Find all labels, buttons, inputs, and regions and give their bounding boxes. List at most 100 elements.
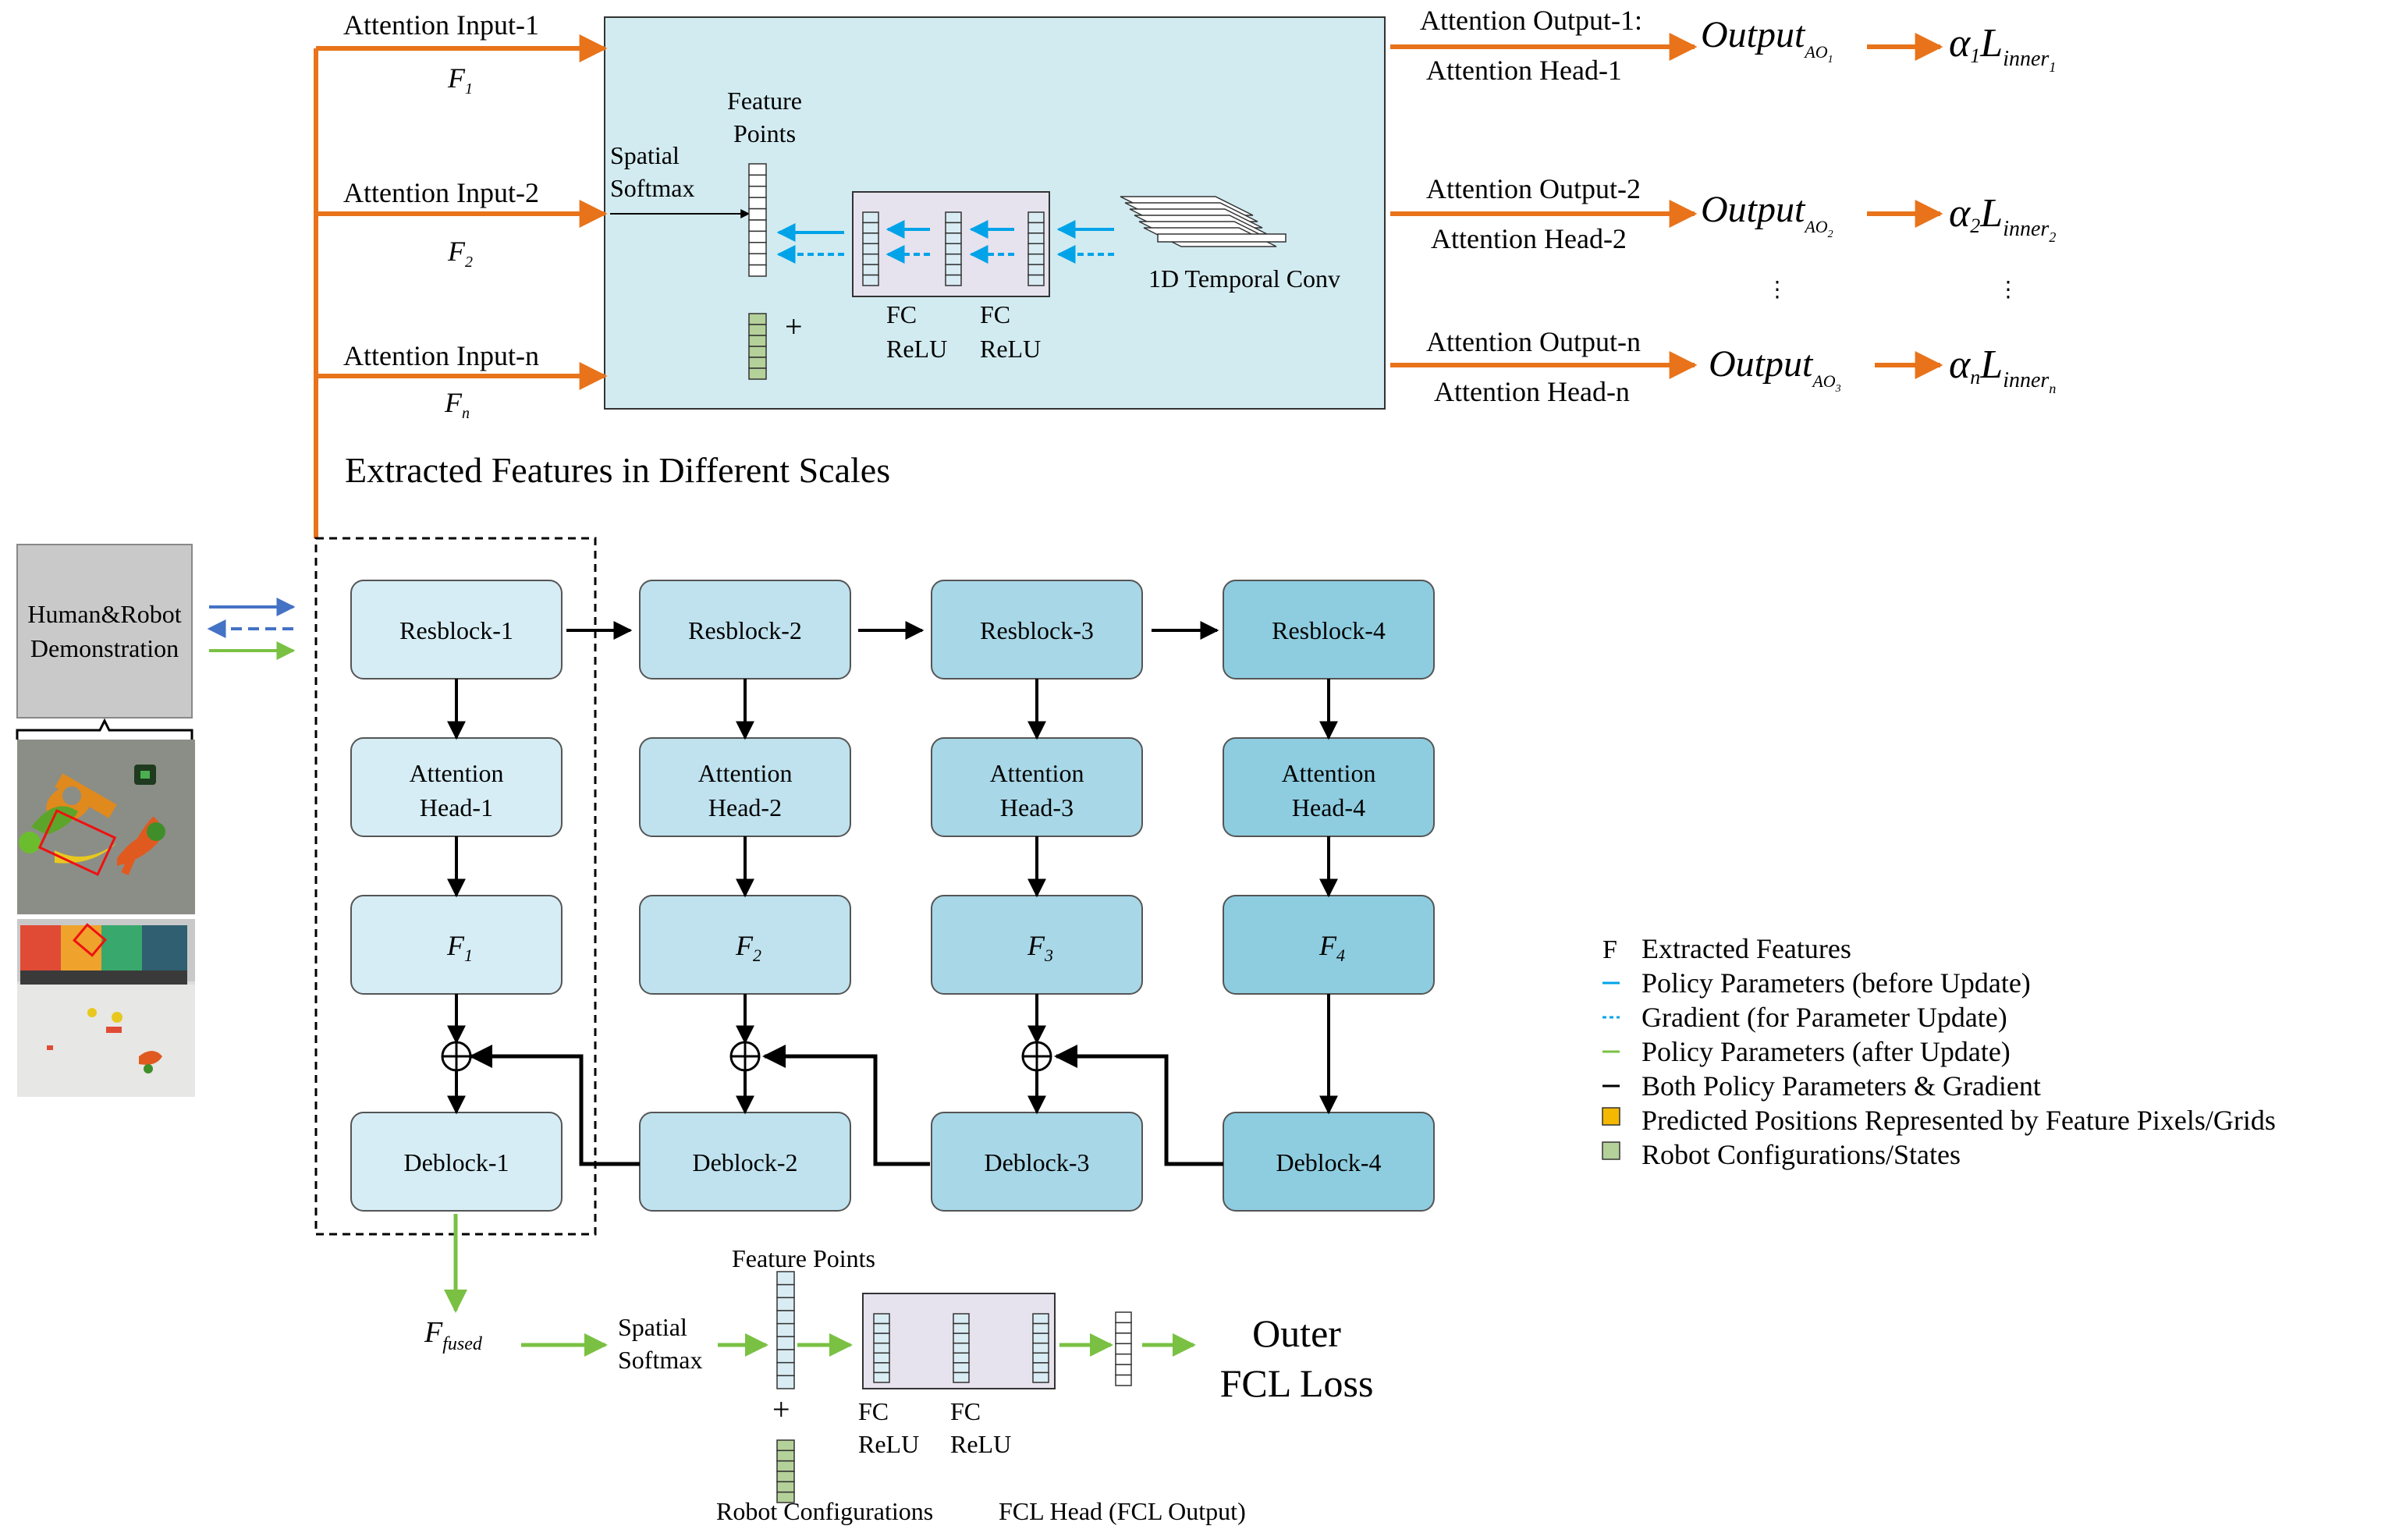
demo-photo-tabletop — [17, 740, 195, 914]
attention-head-box — [639, 737, 851, 837]
feature-points-vector — [748, 163, 767, 277]
demo-box — [16, 544, 193, 719]
fcl-plus-sign: + — [772, 1392, 790, 1427]
legend-swatch — [1602, 1107, 1620, 1126]
fc-panel-vectors — [862, 211, 1045, 286]
svg-text:OutputAO1: OutputAO1 — [1701, 14, 1833, 66]
resblock-label: Resblock-2 — [688, 616, 802, 644]
deblock-label: Deblock-1 — [403, 1148, 509, 1176]
attention-head-label-2: Head-1 — [420, 793, 493, 821]
attention-input-label: Attention Input-1 — [343, 9, 539, 41]
fcl-output-vector — [1115, 1311, 1132, 1386]
svg-text:α1Linner1: α1Linner1 — [1949, 21, 2056, 75]
fcl-spatial-softmax-2: Softmax — [618, 1346, 702, 1374]
attention-head-label: Attention — [410, 759, 504, 787]
svg-text:F1: F1 — [447, 62, 473, 98]
legend-label: Both Policy Parameters & Gradient — [1641, 1070, 2041, 1102]
svg-text:OutputAO3: OutputAO3 — [1709, 343, 1841, 395]
brace — [16, 718, 193, 740]
ellipsis-1: ⋮ — [1766, 278, 1788, 302]
fcl-output-cell-stack — [1115, 1311, 1132, 1386]
fcl-fc-vec-3 — [1032, 1313, 1049, 1383]
resblock-label: Resblock-1 — [399, 616, 513, 644]
demo-label-1: Human&Robot — [27, 600, 181, 628]
legend-item: Policy Parameters (after Update) — [1602, 1036, 2011, 1067]
deblock-feedback-lines — [469, 1045, 1223, 1166]
fcl-fc-label-1: FC — [858, 1397, 889, 1425]
svg-text:Attention Output-1:: Attention Output-1: — [1420, 5, 1642, 36]
attention-input-2: Attention Input-2 F2 — [343, 177, 539, 271]
legend-symbol: F — [1602, 935, 1617, 964]
svg-text:α2Linner2: α2Linner2 — [1949, 191, 2056, 245]
fc-label-2: FC — [980, 300, 1010, 328]
legend-label: Policy Parameters (after Update) — [1641, 1036, 2011, 1067]
svg-text:Attention Head-1: Attention Head-1 — [1426, 55, 1622, 86]
svg-text:OutputAO2: OutputAO2 — [1701, 189, 1833, 240]
fcl-fc-label-2: FC — [950, 1397, 981, 1425]
fcl-spatial-softmax-1: Spatial — [618, 1313, 687, 1341]
fused-label: Ffused — [424, 1316, 483, 1354]
fcl-fc-vec-1 — [873, 1313, 890, 1383]
fcl-feature-cell-stack — [776, 1271, 795, 1389]
legend-item: Both Policy Parameters & Gradient — [1602, 1070, 2041, 1102]
legend-item: Robot Configurations/States — [1602, 1139, 1961, 1170]
fcl-relu-label-2: ReLU — [950, 1430, 1011, 1458]
section-title: Extracted Features in Different Scales — [345, 450, 890, 490]
legend-item: Predicted Positions Represented by Featu… — [1602, 1105, 2276, 1136]
fcl-fc-vec-2 — [953, 1313, 970, 1383]
deblock-label: Deblock-2 — [692, 1148, 797, 1176]
attention-head-label-2: Head-4 — [1292, 793, 1365, 821]
attention-input-label: Attention Input-2 — [343, 177, 539, 208]
robot-config-vector — [748, 313, 767, 380]
legend-item: F Extracted Features — [1602, 933, 1851, 964]
attention-head-label: Attention — [990, 759, 1084, 787]
legend-label: Robot Configurations/States — [1641, 1139, 1961, 1170]
ellipsis-2: ⋮ — [1997, 278, 2019, 302]
attention-output-n: Attention Output-n Attention Head-n Outp… — [1426, 326, 2056, 407]
fcl-fc-panel-vectors — [873, 1313, 1049, 1383]
legend-label: Gradient (for Parameter Update) — [1641, 1002, 2007, 1033]
robot-configurations-label: Robot Configurations — [716, 1497, 933, 1525]
legend-label: Extracted Features — [1641, 933, 1851, 964]
spatial-softmax-label: Spatial — [610, 141, 680, 169]
deblock-label: Deblock-3 — [984, 1148, 1089, 1176]
attention-input-1: Attention Input-1 F1 — [343, 9, 539, 98]
resblock-label: Resblock-3 — [980, 616, 1094, 644]
relu-label-1: ReLU — [886, 335, 947, 363]
attention-output-2: Attention Output-2 Attention Head-2 Outp… — [1426, 173, 2056, 254]
svg-text:αnLinnern: αnLinnern — [1949, 342, 2056, 396]
legend-item: Policy Parameters (before Update) — [1602, 967, 2031, 999]
robot-config-cell-stack — [748, 313, 767, 380]
attention-head-label-2: Head-3 — [1000, 793, 1074, 821]
resblock-label: Resblock-4 — [1272, 616, 1386, 644]
svg-text:Fn: Fn — [444, 387, 470, 422]
demo-photo-bins — [17, 919, 195, 1097]
fc-label-1: FC — [886, 300, 917, 328]
fc-vec-1 — [862, 211, 879, 286]
legend-item: Gradient (for Parameter Update) — [1602, 1002, 2007, 1033]
attention-head-box — [931, 737, 1143, 837]
fcl-relu-label-1: ReLU — [858, 1430, 919, 1458]
outer-label-1: Outer — [1252, 1311, 1341, 1355]
network-columns: Resblock-1AttentionHead-1F1Deblock-1Resb… — [350, 580, 1435, 1212]
fcl-feature-points-label: Feature Points — [732, 1244, 875, 1272]
legend-label: Predicted Positions Represented by Featu… — [1641, 1105, 2276, 1136]
relu-label-2: ReLU — [980, 335, 1041, 363]
temporal-conv-block — [1120, 196, 1287, 247]
temporal-conv-label: 1D Temporal Conv — [1148, 264, 1340, 293]
svg-text:Attention Output-n: Attention Output-n — [1426, 326, 1641, 357]
attention-head-label-2: Head-2 — [708, 793, 782, 821]
demo-label-2: Demonstration — [30, 634, 179, 662]
svg-text:F2: F2 — [447, 236, 473, 271]
blue-arrows — [776, 220, 1114, 264]
attention-input-n: Attention Input-n Fn — [343, 340, 539, 422]
demo-arrows — [207, 598, 296, 660]
fc-vec-3 — [1027, 211, 1045, 286]
attention-head-box — [1223, 737, 1435, 837]
fcl-robot-config-cell-stack — [776, 1439, 795, 1503]
